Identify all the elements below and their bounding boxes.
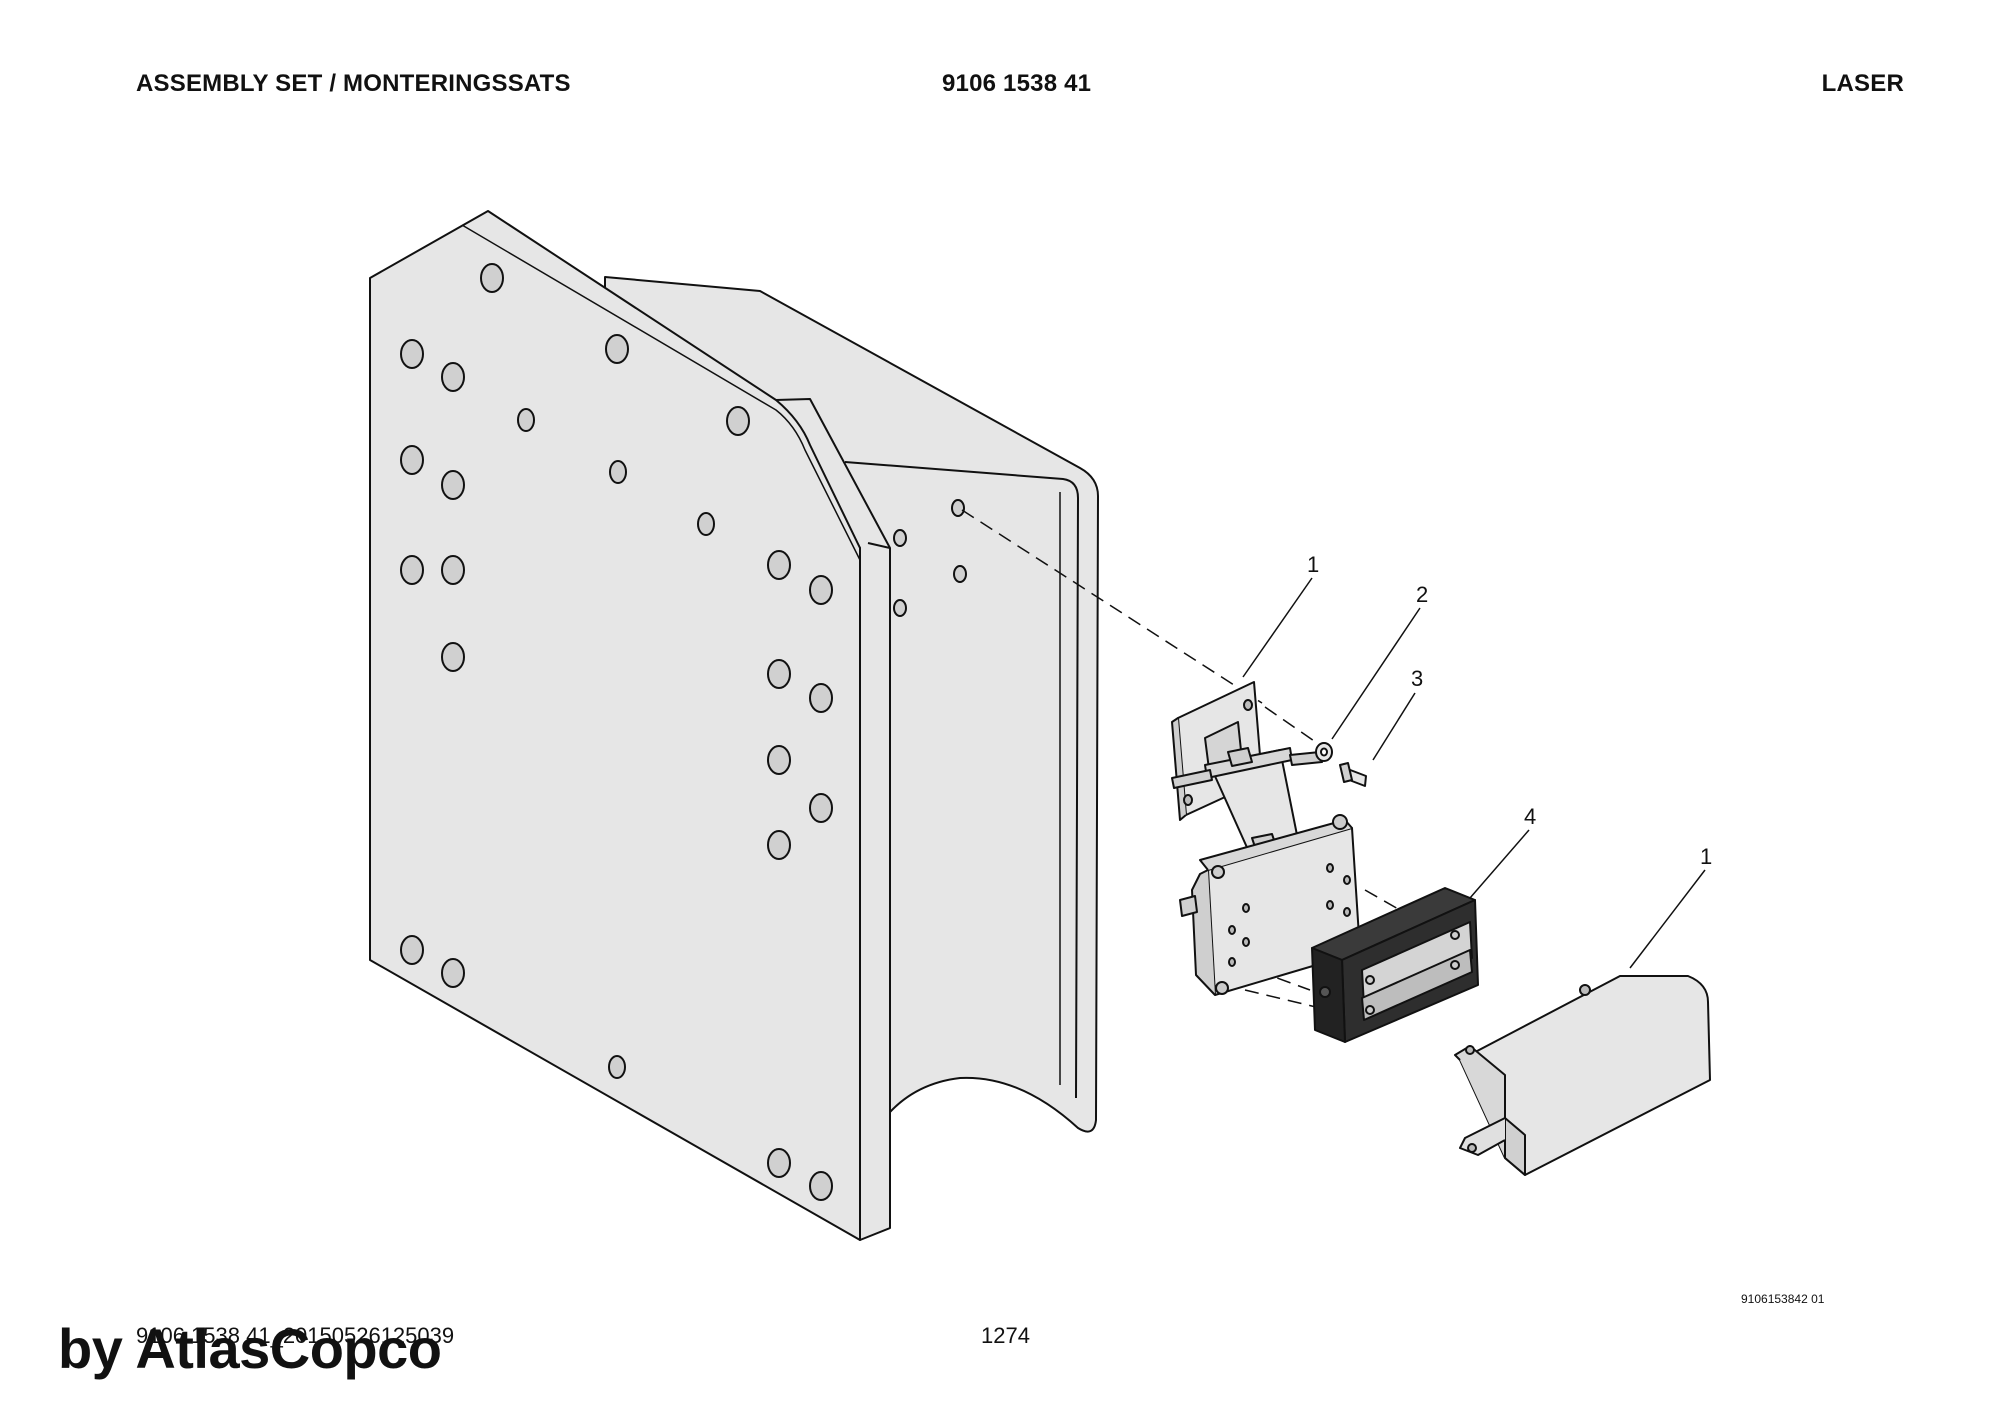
footer-document-id: 9106 1538 41_20150526125039 xyxy=(136,1323,455,1348)
callout-leaders xyxy=(1242,577,1706,969)
header-title: ASSEMBLY SET / MONTERINGSSATS xyxy=(136,70,571,97)
header-model: LASER xyxy=(1821,70,1904,97)
footer-page-number: 1274 xyxy=(981,1323,1030,1348)
plate-corner-line xyxy=(867,542,891,549)
channel-inner-edge xyxy=(844,461,1079,1099)
footer-watermark: by AtlasCopco xyxy=(58,1317,442,1380)
callout-1-cover: 1 xyxy=(1700,844,1712,869)
item-4-laser-sensor xyxy=(1311,887,1479,1043)
item-1-cover xyxy=(1454,975,1711,1176)
callout-4-sensor: 4 xyxy=(1524,804,1536,829)
item-1-bracket-assembly xyxy=(1171,681,1361,996)
header-part-number: 9106 1538 41 xyxy=(942,70,1092,97)
plate-holes xyxy=(400,263,967,1201)
plate-bevel-line xyxy=(461,224,861,561)
item-3-bolt xyxy=(1339,762,1367,787)
item-2-washer xyxy=(1315,742,1333,762)
footer-drawing-ref: 9106153842 01 xyxy=(1741,1292,1825,1306)
callout-3-bolt: 3 xyxy=(1411,666,1423,691)
callout-2-washer: 2 xyxy=(1416,582,1428,607)
mounting-plate xyxy=(369,210,861,1241)
callout-1-bracket: 1 xyxy=(1307,552,1319,577)
